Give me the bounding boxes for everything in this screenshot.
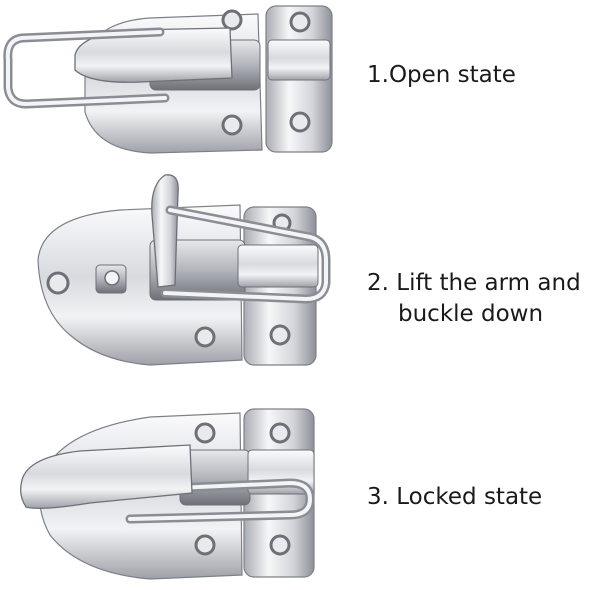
step-caption-line1: 2. Lift the arm and: [367, 270, 581, 296]
step-lift-arm: 2. Lift the arm and buckle down: [0, 165, 600, 380]
lifting-latch-icon: [37, 174, 331, 366]
step-caption: 2. Lift the arm and buckle down: [367, 268, 581, 330]
step-open: 1.Open state: [0, 0, 600, 165]
step-caption: 3. Locked state: [367, 484, 543, 510]
step-caption: 1.Open state: [367, 62, 516, 88]
open-latch-icon: [3, 5, 333, 154]
locked-latch-icon: [20, 408, 315, 580]
step-caption-line2: buckle down: [398, 301, 544, 327]
step-locked: 3. Locked state: [0, 395, 600, 590]
